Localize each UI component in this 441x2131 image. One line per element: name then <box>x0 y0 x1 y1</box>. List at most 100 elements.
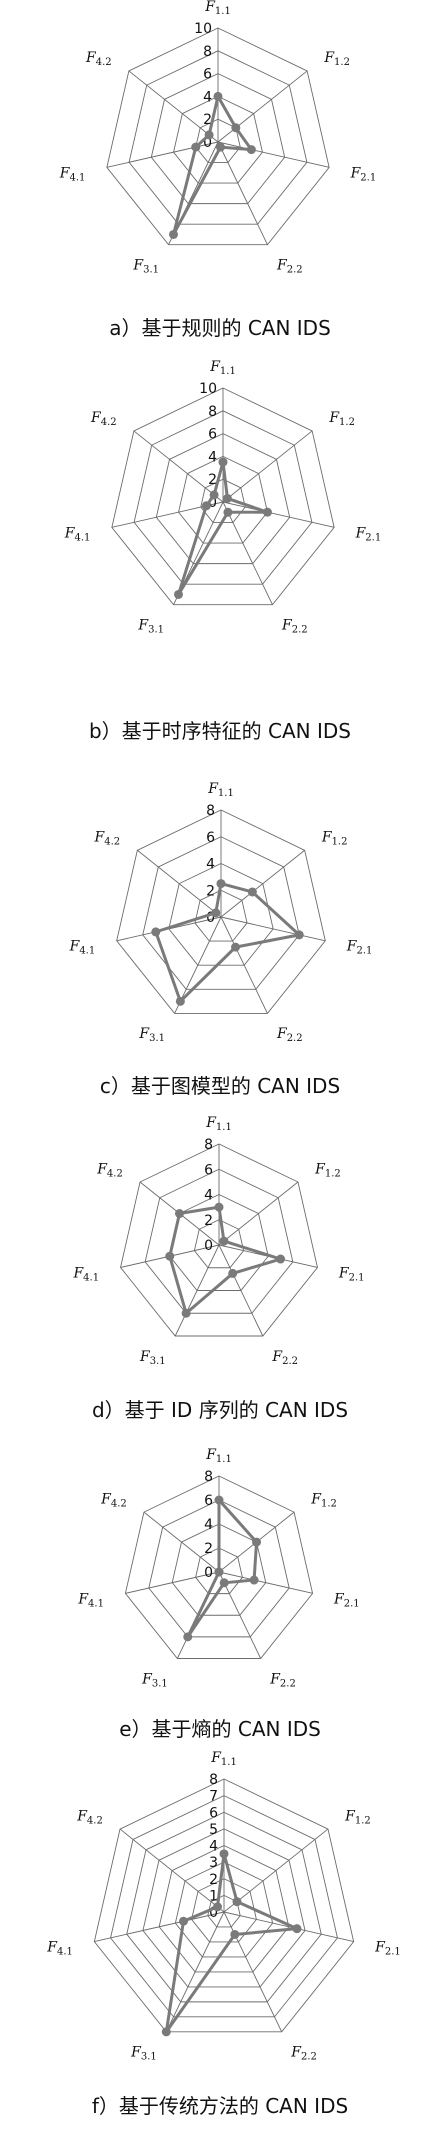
grid-ring-8 <box>120 1143 318 1337</box>
data-point <box>213 91 223 101</box>
axis-label-F1.1: F1.1 <box>204 0 231 17</box>
axis-label-F4.2: F4.2 <box>85 50 112 68</box>
data-point <box>214 1202 224 1212</box>
data-point <box>178 1916 188 1926</box>
data-point <box>219 1849 229 1859</box>
data-point <box>247 887 257 897</box>
axis-label-F2.1: F2.1 <box>374 1939 401 1957</box>
grid-ring-6 <box>144 1168 294 1314</box>
data-point <box>151 927 161 937</box>
axis-label-F2.2: F2.2 <box>290 2045 317 2063</box>
axis-label-F4.1: F4.1 <box>77 1591 104 1609</box>
data-point <box>222 493 232 503</box>
tick-label: 8 <box>204 1137 213 1153</box>
grid-ring-6 <box>126 1811 322 2003</box>
grid-ring-8 <box>124 1475 314 1659</box>
tick-label: 0 <box>204 1565 213 1581</box>
tick-label: 0 <box>204 1238 213 1254</box>
data-point <box>173 589 183 599</box>
tick-label: 10 <box>199 381 217 397</box>
data-point <box>214 1567 224 1577</box>
axis-spoke <box>222 501 335 528</box>
data-point <box>232 1897 242 1907</box>
axis-label-F4.2: F4.2 <box>96 1161 123 1179</box>
axis-label-F2.2: F2.2 <box>269 1671 296 1689</box>
grid-ring-6 <box>150 73 286 205</box>
axis-spoke <box>217 141 268 245</box>
axis-label-F4.1: F4.1 <box>69 939 96 957</box>
tick-label: 2 <box>204 1541 213 1557</box>
data-point <box>223 507 233 517</box>
tick-label: 0 <box>206 910 215 926</box>
tick-label: 3 <box>209 1855 218 1871</box>
tick-label: 0 <box>209 1905 218 1921</box>
data-point <box>215 142 225 152</box>
grid-ring-2 <box>194 889 248 942</box>
grid-ring-3 <box>174 1861 274 1958</box>
grid-ring-4 <box>158 1845 290 1973</box>
tick-label: 4 <box>209 1839 218 1855</box>
data-point <box>214 1495 224 1505</box>
axis-label-F4.1: F4.1 <box>59 165 86 183</box>
axis-label-F1.1: F1.1 <box>210 1750 237 1768</box>
tick-label: 10 <box>194 21 212 37</box>
tick-label: 0 <box>203 135 212 151</box>
axis-label-F2.2: F2.2 <box>276 1026 303 1044</box>
data-point <box>175 996 185 1006</box>
axis-label-F1.2: F1.2 <box>314 1161 341 1179</box>
grid-ring-6 <box>142 836 300 990</box>
axis-spoke <box>128 70 219 143</box>
axis-label-F1.1: F1.1 <box>207 781 234 799</box>
grid-ring-4 <box>173 95 263 184</box>
data-point <box>276 1254 286 1264</box>
data-point <box>292 1924 302 1934</box>
axis-spoke <box>220 916 268 1014</box>
axis-spoke <box>218 1181 299 1246</box>
tick-label: 4 <box>204 1517 213 1533</box>
tick-label: 6 <box>204 1493 213 1509</box>
chart-caption: b）基于时序特征的 CAN IDS <box>89 719 351 743</box>
axis-label-F3.1: F3.1 <box>130 2045 157 2063</box>
axis-label-F2.1: F2.1 <box>355 525 382 543</box>
axis-label-F1.2: F1.2 <box>321 830 348 848</box>
tick-label: 0 <box>208 495 217 511</box>
axis-spoke <box>174 1244 220 1337</box>
axis-label-F4.1: F4.1 <box>46 1939 73 1957</box>
grid-ring-8 <box>116 809 326 1014</box>
axis-spoke <box>222 430 313 503</box>
axis-spoke <box>94 1911 225 1943</box>
axis-label-F4.1: F4.1 <box>72 1265 99 1283</box>
data-point <box>262 507 272 517</box>
axis-spoke <box>220 849 305 918</box>
axis-label-F1.2: F1.2 <box>323 50 350 68</box>
data-point <box>181 1308 191 1318</box>
axis-label-F1.1: F1.1 <box>205 1447 232 1465</box>
data-point <box>209 490 219 500</box>
chart-caption: c）基于图模型的 CAN IDS <box>100 1074 340 1098</box>
data-point <box>211 908 221 918</box>
chart-caption: d）基于 ID 序列的 CAN IDS <box>92 1398 348 1422</box>
axis-label-F3.1: F3.1 <box>132 258 159 276</box>
data-point <box>204 130 214 140</box>
tick-label: 6 <box>206 830 215 846</box>
radar-chart-2: 0246810F1.1F1.2F2.1F2.2F3.1F4.1F4.2b）基于时… <box>64 359 381 743</box>
series-outline <box>164 1852 299 2034</box>
grid-ring-7 <box>110 1795 338 2018</box>
tick-label: 6 <box>208 427 217 443</box>
axis-spoke <box>220 916 326 942</box>
axis-label-F3.1: F3.1 <box>139 1349 166 1367</box>
axis-label-F4.2: F4.2 <box>90 410 117 428</box>
grid-ring-6 <box>148 1499 290 1638</box>
axis-label-F4.2: F4.2 <box>94 830 121 848</box>
axis-label-F2.1: F2.1 <box>333 1591 360 1609</box>
grid-ring-6 <box>155 433 291 565</box>
tick-label: 2 <box>208 472 217 488</box>
tick-label: 4 <box>204 1188 213 1204</box>
grid-ring-2 <box>195 1547 243 1595</box>
tick-label: 2 <box>209 1872 218 1888</box>
chart-caption: a）基于规则的 CAN IDS <box>109 316 331 340</box>
axis-spoke <box>165 1911 225 2033</box>
axis-label-F1.2: F1.2 <box>328 410 355 428</box>
